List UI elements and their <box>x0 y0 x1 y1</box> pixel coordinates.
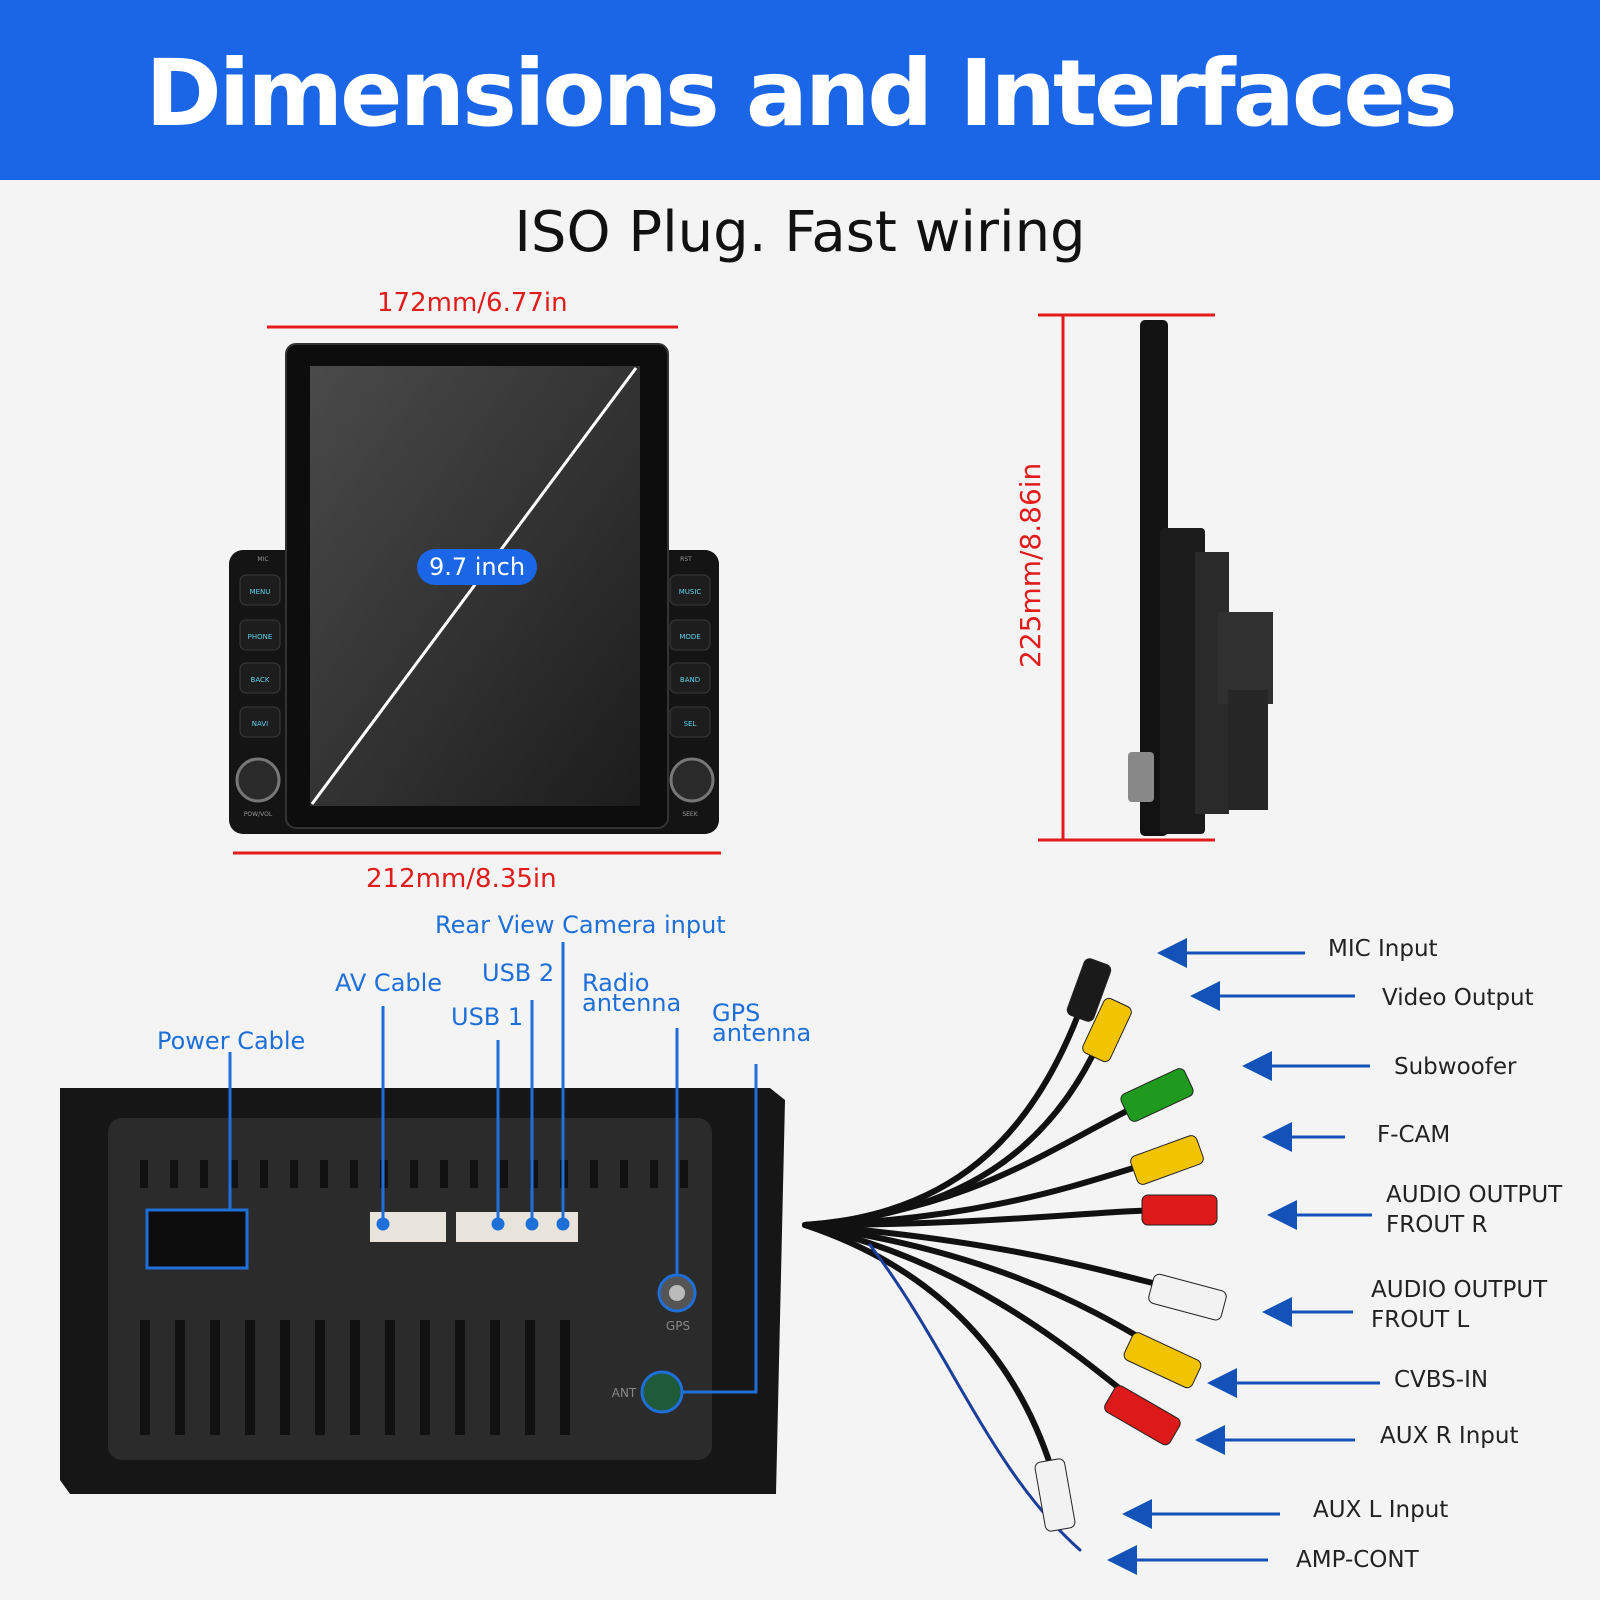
gps-antenna-label-line1: GPS <box>712 999 761 1027</box>
av-cable-label: AV Cable <box>335 969 443 997</box>
gps-port-label: GPS <box>666 1319 690 1333</box>
rear-view: GPS ANT <box>60 1088 785 1494</box>
page-title: Dimensions and Interfaces <box>145 40 1457 147</box>
amp-cont-label: AMP-CONT <box>1296 1547 1419 1573</box>
height-label: 225mm/8.86in <box>1014 462 1047 668</box>
left-button-panel <box>235 574 281 803</box>
video-output-label: Video Output <box>1382 985 1534 1011</box>
f-cam-label: F-CAM <box>1377 1122 1451 1148</box>
seek-label: SEEK <box>682 811 698 818</box>
audio-output-l-label-line2: FROUT L <box>1371 1307 1470 1333</box>
rear-pointer-lines <box>228 942 758 1394</box>
mic-input-label: MIC Input <box>1328 936 1438 962</box>
btn-menu-label: MENU <box>250 588 271 596</box>
audio-output-l-label-line1: AUDIO OUTPUT <box>1371 1277 1548 1303</box>
header-banner <box>0 0 1600 180</box>
audio-output-r-label-line1: AUDIO OUTPUT <box>1386 1182 1563 1208</box>
usb2-label: USB 2 <box>482 959 555 987</box>
gps-antenna-label-line2: antenna <box>712 1019 812 1047</box>
power-cable-label: Power Cable <box>157 1027 306 1055</box>
btn-phone-label: PHONE <box>248 633 273 641</box>
right-button-panel <box>669 574 715 803</box>
ant-port-label: ANT <box>612 1386 637 1400</box>
rst-label: RST <box>680 556 692 563</box>
radio-antenna-label-line2: antenna <box>582 989 682 1017</box>
btn-navi-label: NAVI <box>252 720 268 728</box>
top-width-label: 172mm/6.77in <box>377 288 568 318</box>
wire-arrows <box>1107 938 1380 1575</box>
subwoofer-label: Subwoofer <box>1394 1054 1517 1080</box>
btn-music-label: MUSIC <box>679 588 702 596</box>
wire-harness <box>802 1007 1183 1552</box>
audio-output-r-label-line2: FROUT R <box>1386 1212 1488 1238</box>
radio-antenna-label-line1: Radio <box>582 969 650 997</box>
mic-label: MIC <box>257 556 268 563</box>
btn-mode-label: MODE <box>679 633 700 641</box>
front-view: MENU PHONE BACK NAVI MUSIC MODE BAND SEL… <box>229 325 721 855</box>
rear-camera-label: Rear View Camera input <box>435 911 726 939</box>
page-subtitle: ISO Plug. Fast wiring <box>514 200 1086 265</box>
rca-plugs <box>1034 958 1227 1532</box>
ant-port <box>640 1370 684 1414</box>
bottom-width-label: 212mm/8.35in <box>366 864 557 894</box>
usb1-label: USB 1 <box>451 1003 524 1031</box>
side-view <box>1038 313 1273 842</box>
pow-vol-label: POW/VOL <box>244 811 273 818</box>
power-connector <box>145 1208 249 1270</box>
seek-knob <box>669 757 715 803</box>
btn-back-label: BACK <box>251 676 270 684</box>
screen-diagonal <box>310 367 638 805</box>
btn-band-label: BAND <box>680 676 700 684</box>
aux-l-input-label: AUX L Input <box>1313 1497 1449 1523</box>
aux-r-input-label: AUX R Input <box>1380 1423 1519 1449</box>
cvbs-in-label: CVBS-IN <box>1394 1367 1489 1393</box>
btn-sel-label: SEL <box>684 720 697 728</box>
volume-knob <box>235 757 281 803</box>
screen-size-badge: 9.7 inch <box>417 549 537 585</box>
